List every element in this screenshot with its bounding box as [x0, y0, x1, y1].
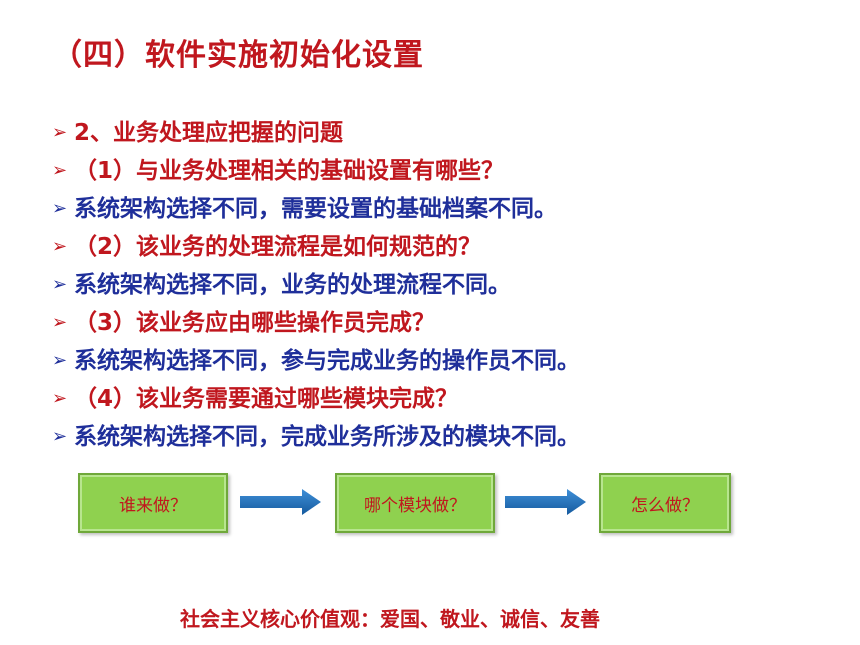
- bullet-item: ➢ 2、业务处理应把握的问题: [52, 114, 580, 152]
- bullet-text: （3）该业务应由哪些操作员完成？: [74, 310, 436, 336]
- flow-arrow-icon: [240, 489, 321, 515]
- bullet-text: （2）该业务的处理流程是如何规范的？: [74, 234, 482, 260]
- bullet-arrow-icon: ➢: [52, 236, 68, 257]
- bullet-text: （1）与业务处理相关的基础设置有哪些？: [74, 158, 505, 184]
- flow-box-how: 怎么做？: [599, 473, 731, 533]
- bullet-arrow-icon: ➢: [52, 388, 68, 409]
- flow-box-who: 谁来做？: [78, 473, 228, 533]
- bullet-item: ➢ （1）与业务处理相关的基础设置有哪些？: [52, 152, 580, 190]
- flow-box-label: 哪个模块做？: [364, 495, 466, 516]
- flow-box-label: 谁来做？: [119, 495, 187, 516]
- bullet-text: 2、业务处理应把握的问题: [74, 120, 344, 146]
- bullet-list: ➢ 2、业务处理应把握的问题 ➢ （1）与业务处理相关的基础设置有哪些？ ➢ 系统架构…: [52, 114, 580, 456]
- bullet-item: ➢ 系统架构选择不同，参与完成业务的操作员不同。: [52, 342, 580, 380]
- flow-box-which-module: 哪个模块做？: [335, 473, 495, 533]
- bullet-item: ➢ 系统架构选择不同，完成业务所涉及的模块不同。: [52, 418, 580, 456]
- page-title: （四）软件实施初始化设置: [52, 38, 424, 73]
- bullet-arrow-icon: ➢: [52, 198, 68, 219]
- bullet-arrow-icon: ➢: [52, 160, 68, 181]
- flow-arrow-icon: [505, 489, 586, 515]
- bullet-item: ➢ （3）该业务应由哪些操作员完成？: [52, 304, 580, 342]
- bullet-item: ➢ （4）该业务需要通过哪些模块完成？: [52, 380, 580, 418]
- flow-box-label: 怎么做？: [631, 495, 699, 516]
- bullet-text: 系统架构选择不同，完成业务所涉及的模块不同。: [74, 424, 580, 450]
- bullet-text: 系统架构选择不同，业务的处理流程不同。: [74, 272, 511, 298]
- footer-slogan: 社会主义核心价值观：爱国、敬业、诚信、友善: [180, 607, 600, 631]
- bullet-text: 系统架构选择不同，参与完成业务的操作员不同。: [74, 348, 580, 374]
- bullet-item: ➢ 系统架构选择不同，需要设置的基础档案不同。: [52, 190, 580, 228]
- bullet-item: ➢ 系统架构选择不同，业务的处理流程不同。: [52, 266, 580, 304]
- bullet-arrow-icon: ➢: [52, 274, 68, 295]
- bullet-arrow-icon: ➢: [52, 426, 68, 447]
- bullet-item: ➢ （2）该业务的处理流程是如何规范的？: [52, 228, 580, 266]
- bullet-text: （4）该业务需要通过哪些模块完成？: [74, 386, 459, 412]
- bullet-arrow-icon: ➢: [52, 350, 68, 371]
- bullet-arrow-icon: ➢: [52, 122, 68, 143]
- bullet-text: 系统架构选择不同，需要设置的基础档案不同。: [74, 196, 557, 222]
- bullet-arrow-icon: ➢: [52, 312, 68, 333]
